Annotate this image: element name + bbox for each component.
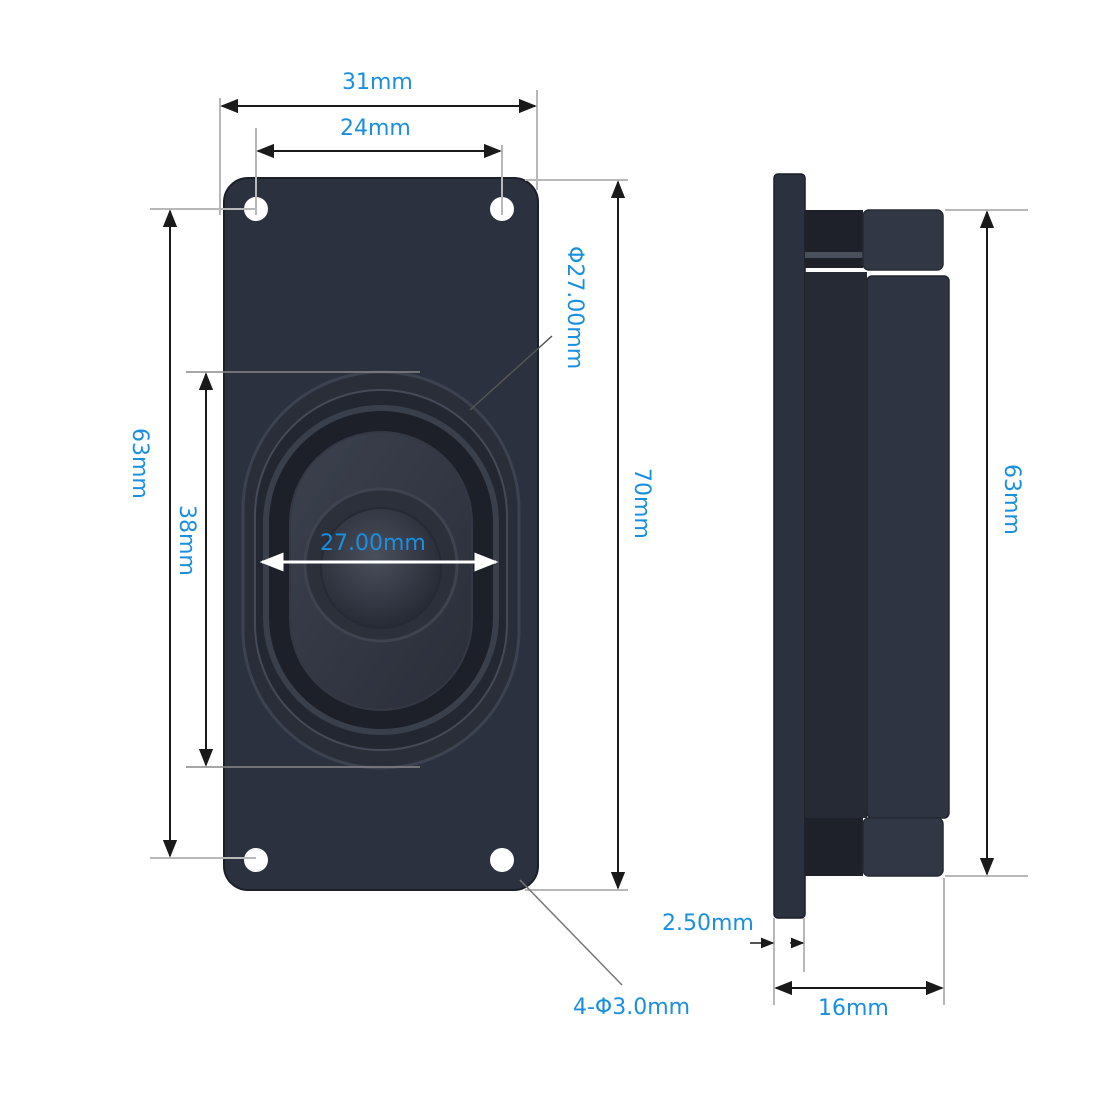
side-bottom-block-right bbox=[862, 817, 944, 877]
side-flange bbox=[773, 173, 806, 919]
dim-cone-height: 38mm bbox=[174, 505, 199, 576]
speaker-dustcap bbox=[320, 507, 442, 629]
mounting-hole-br bbox=[490, 848, 514, 872]
dim-overall-width: 31mm bbox=[342, 70, 413, 95]
dim-hole-spacing-height: 63mm bbox=[127, 428, 152, 499]
dim-overall-height: 70mm bbox=[629, 468, 654, 539]
dim-overall-depth: 16mm bbox=[818, 996, 889, 1021]
side-view bbox=[750, 173, 1028, 1005]
front-view bbox=[150, 90, 628, 986]
side-top-block-right bbox=[862, 209, 944, 271]
side-bottom-block-left bbox=[805, 818, 863, 876]
dim-cone-diameter: Φ27.00mm bbox=[562, 246, 587, 370]
dim-mounting-holes: 4-Φ3.0mm bbox=[573, 995, 691, 1020]
mounting-hole-bl bbox=[244, 848, 268, 872]
dim-cone-width: 27.00mm bbox=[320, 531, 426, 556]
side-body-right bbox=[866, 275, 950, 819]
dim-flange-thickness: 2.50mm bbox=[662, 911, 754, 936]
dim-side-body-height: 63mm bbox=[999, 464, 1024, 535]
side-top-block-left bbox=[805, 210, 863, 268]
side-body-left bbox=[805, 272, 867, 818]
dim-hole-spacing-width: 24mm bbox=[340, 116, 411, 141]
